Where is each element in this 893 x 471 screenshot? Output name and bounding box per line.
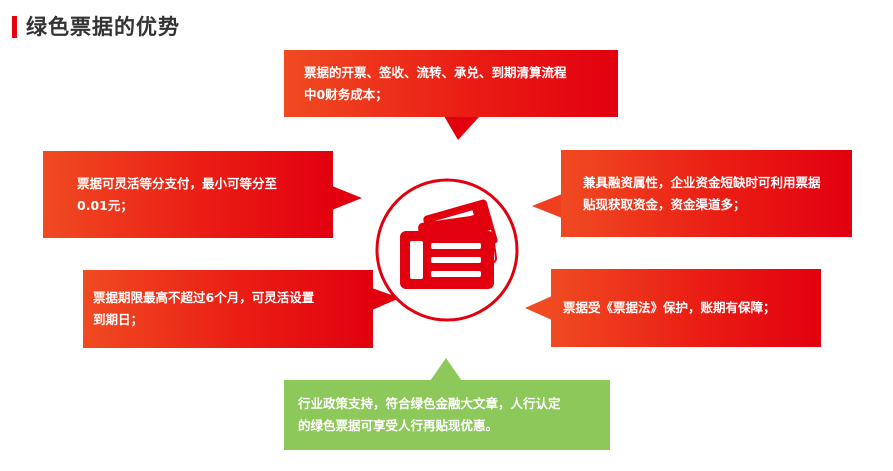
advantage-text: 0.01元； bbox=[77, 197, 133, 213]
callout-pointer-left-top bbox=[332, 186, 362, 210]
title-accent-bar bbox=[12, 16, 17, 38]
advantage-callout-left-top: 票据可灵活等分支付，最小可等分至 0.01元； bbox=[43, 151, 333, 238]
advantage-callout-top: 票据的开票、签收、流转、承兑、到期清算流程 中0财务成本； bbox=[284, 50, 618, 117]
advantage-text: 中0财务成本； bbox=[304, 86, 388, 102]
advantage-callout-right-top: 兼具融资属性，企业资金短缺时可利用票据 贴现获取资金，资金渠道多； bbox=[561, 150, 852, 237]
callout-pointer-bottom bbox=[430, 358, 462, 381]
callout-pointer-right-top bbox=[532, 194, 562, 218]
advantage-text: 的绿色票据可享受人行再贴现优惠。 bbox=[298, 418, 499, 433]
advantage-text: 兼具融资属性，企业资金短缺时可利用票据 bbox=[583, 174, 821, 190]
bill-cards-icon bbox=[374, 177, 520, 323]
advantage-text: 贴现获取资金，资金渠道多； bbox=[583, 196, 746, 212]
advantage-callout-right-bottom: 票据受《票据法》保护，账期有保障； bbox=[551, 269, 821, 347]
advantage-text: 票据可灵活等分支付，最小可等分至 bbox=[77, 175, 278, 191]
advantage-text: 票据受《票据法》保护，账期有保障； bbox=[563, 300, 776, 315]
callout-pointer-top bbox=[444, 116, 480, 140]
advantage-text: 票据期限最高不超过6个月，可灵活设置 bbox=[93, 290, 315, 305]
advantage-text: 行业政策支持，符合绿色金融大文章，人行认定 bbox=[298, 396, 561, 411]
page-title: 绿色票据的优势 bbox=[26, 15, 180, 39]
callout-pointer-right-bottom bbox=[525, 296, 552, 320]
advantage-callout-bottom: 行业政策支持，符合绿色金融大文章，人行认定 的绿色票据可享受人行再贴现优惠。 bbox=[284, 380, 610, 450]
advantage-text: 票据的开票、签收、流转、承兑、到期清算流程 bbox=[304, 64, 567, 80]
advantage-text: 到期日； bbox=[93, 312, 144, 327]
advantage-callout-left-bottom: 票据期限最高不超过6个月，可灵活设置 到期日； bbox=[83, 270, 373, 348]
